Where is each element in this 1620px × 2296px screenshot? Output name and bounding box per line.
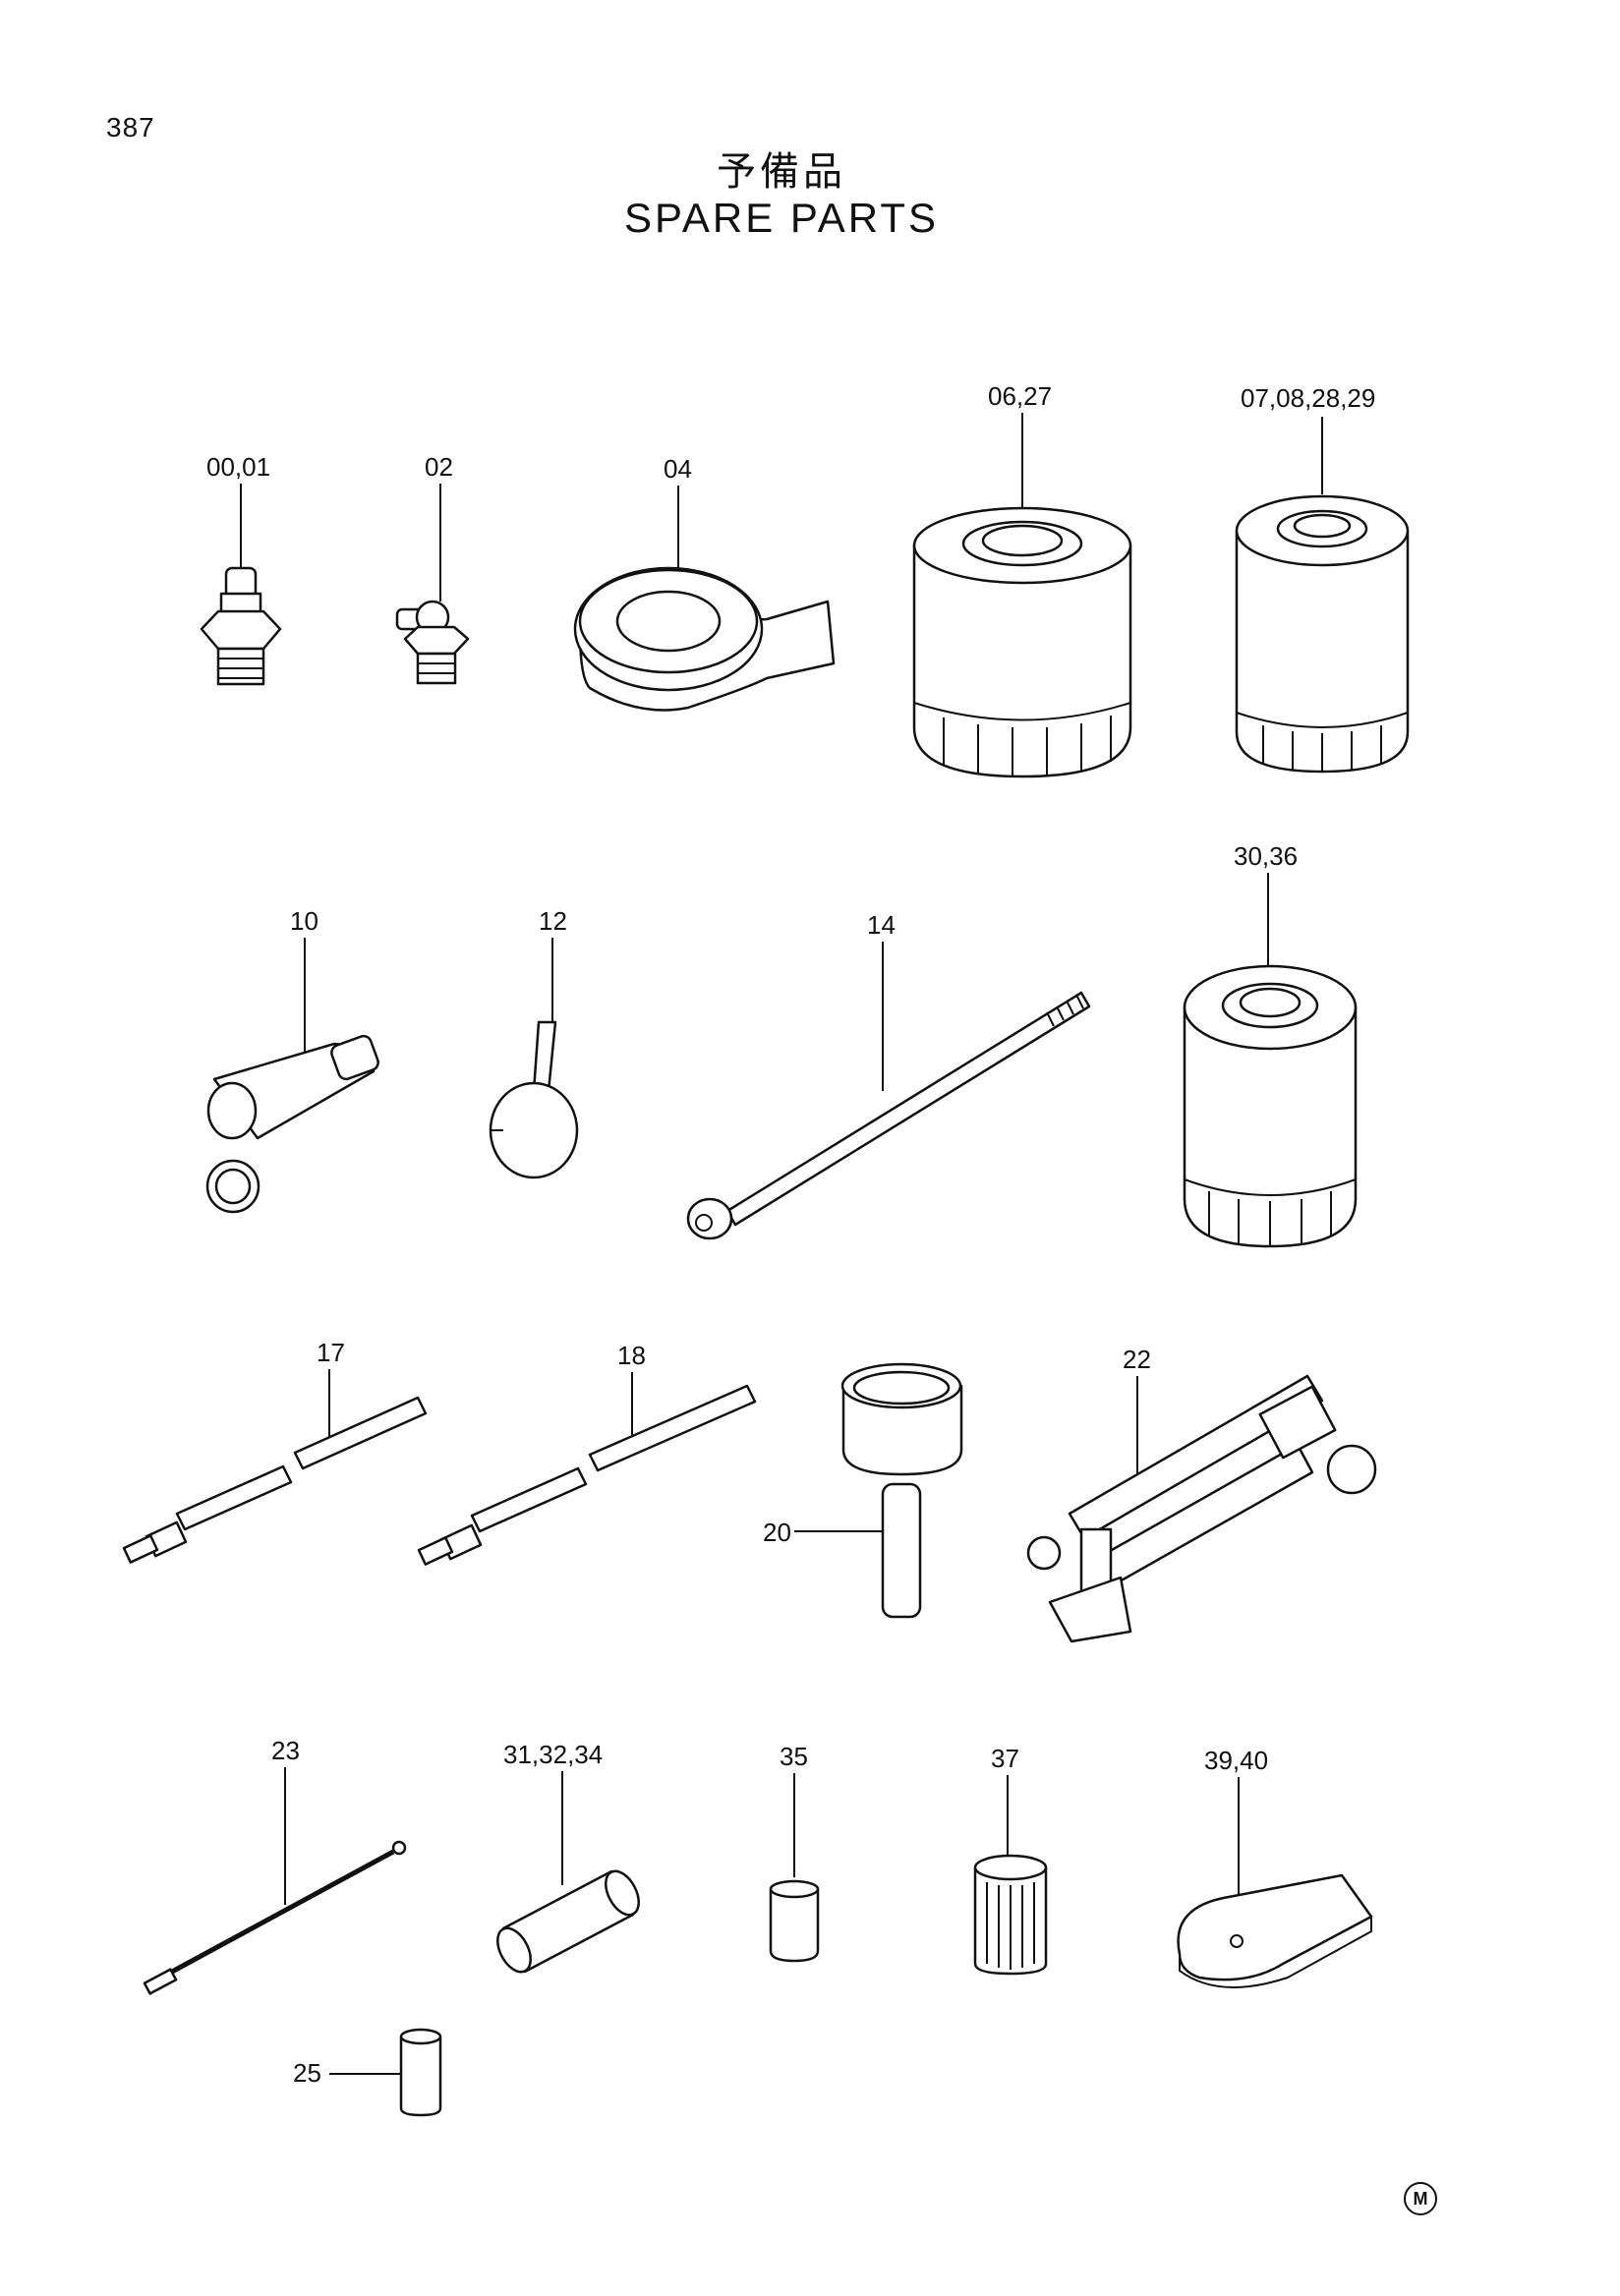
- part-23-rod[interactable]: 23: [143, 1736, 407, 1995]
- part-18-hose[interactable]: 18: [417, 1341, 757, 1566]
- part-label: 39,40: [1204, 1746, 1268, 1775]
- part-label: 00,01: [206, 452, 270, 482]
- page-number: 387: [106, 112, 155, 143]
- part-label: 06,27: [988, 381, 1052, 411]
- part-25-pin[interactable]: 25: [293, 2028, 442, 2117]
- part-label: 14: [867, 910, 896, 940]
- part-label: 02: [425, 452, 453, 482]
- part-label: 25: [293, 2058, 321, 2088]
- part-label: 10: [290, 906, 318, 936]
- part-label: 30,36: [1234, 841, 1298, 871]
- part-label: 22: [1123, 1345, 1151, 1374]
- maker-mark: M: [1404, 2182, 1437, 2215]
- part-label: 07,08,28,29: [1241, 383, 1375, 413]
- part-12-gauge[interactable]: 12: [489, 906, 579, 1179]
- page-title: SPARE PARTS: [623, 195, 940, 241]
- part-label: 18: [617, 1341, 646, 1370]
- part-31-32-34-pin[interactable]: 31,32,34: [491, 1740, 645, 1978]
- part-07-08-28-29-filter[interactable]: 07,08,28,29: [1235, 383, 1410, 774]
- part-39-40-plate[interactable]: 39,40: [1177, 1746, 1373, 1988]
- part-14-bolt[interactable]: 14: [686, 910, 1091, 1240]
- part-06-27-filter[interactable]: 06,27: [912, 381, 1132, 778]
- page-title-japanese: 予備品: [717, 149, 846, 195]
- part-label: 37: [991, 1744, 1019, 1773]
- part-37-filter-element[interactable]: 37: [973, 1744, 1048, 1976]
- part-02-angle-grease-fitting[interactable]: 02: [395, 452, 470, 685]
- part-label: 31,32,34: [503, 1740, 603, 1769]
- part-22-hand-pump[interactable]: 22: [1026, 1345, 1377, 1643]
- part-00-01-grease-fitting[interactable]: 00,01: [200, 452, 282, 686]
- part-label: 12: [539, 906, 567, 936]
- part-04-seal-tape[interactable]: 04: [573, 454, 836, 712]
- part-17-hose[interactable]: 17: [122, 1338, 428, 1564]
- part-label: 17: [317, 1338, 345, 1367]
- part-label: 23: [271, 1736, 300, 1765]
- part-label: 04: [664, 454, 692, 484]
- part-10-strainer[interactable]: 10: [205, 906, 380, 1214]
- part-30-36-filter[interactable]: 30,36: [1183, 841, 1358, 1248]
- part-label: 35: [780, 1742, 808, 1771]
- part-20-tool[interactable]: 20: [763, 1362, 963, 1619]
- part-label: 20: [763, 1518, 791, 1547]
- part-35-bushing[interactable]: 35: [769, 1742, 820, 1963]
